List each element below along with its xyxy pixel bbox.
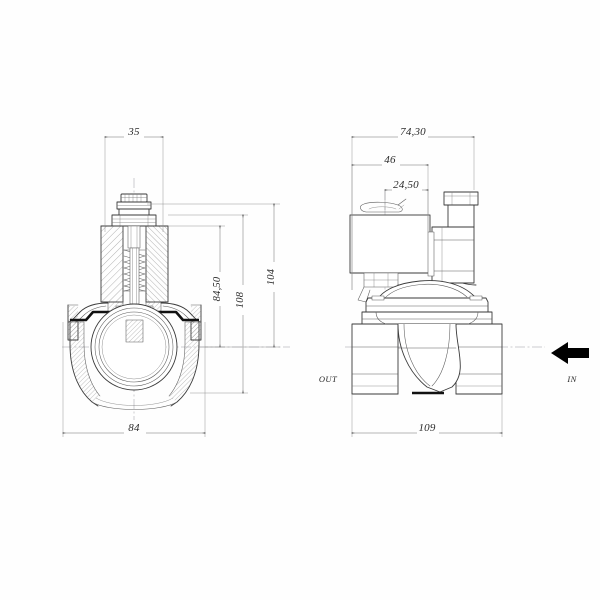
dimension-84-50-text: 84,50	[212, 276, 223, 301]
flow-label-out: OUT	[319, 374, 338, 384]
valve-body-lower-section	[69, 303, 200, 410]
dimension-108-text: 108	[235, 291, 246, 308]
dimension-84: 84	[62, 322, 206, 437]
valve-body-side	[351, 280, 503, 395]
coil-box-body	[349, 214, 431, 274]
flow-arrow-in-icon	[551, 342, 589, 364]
side-view: 74,30 46 24,50 109 OUT IN	[319, 126, 589, 437]
front-section-view: 35 84 84,50 108	[62, 126, 290, 437]
dimension-84-text: 84	[128, 422, 140, 434]
dimension-24-50: 24,50	[384, 179, 429, 232]
dimension-24-50-text: 24,50	[393, 179, 419, 191]
dimension-108: 108	[168, 214, 250, 394]
port-out-side	[351, 323, 399, 395]
port-in-side	[455, 323, 503, 395]
dimension-74-30-text: 74,30	[400, 126, 426, 138]
stem-nut-column	[427, 191, 479, 284]
dimension-109-text: 109	[418, 422, 435, 434]
dimension-35: 35	[104, 126, 164, 232]
dimension-109: 109	[351, 394, 503, 437]
bonnet-base-side	[357, 272, 399, 303]
dimension-74-30: 74,30	[351, 126, 475, 290]
dimension-104-text: 104	[266, 268, 277, 285]
coil-lead-wire	[360, 198, 407, 213]
dimension-104: 104	[147, 203, 281, 348]
manual-override-cap	[111, 193, 157, 227]
dimension-35-text: 35	[127, 126, 140, 138]
solenoid-coil-box	[349, 198, 431, 274]
dimension-46-text: 46	[384, 154, 396, 166]
port-bore-thread	[101, 314, 167, 380]
solenoid-coil-housing	[100, 225, 169, 303]
flow-label-in: IN	[566, 374, 577, 384]
